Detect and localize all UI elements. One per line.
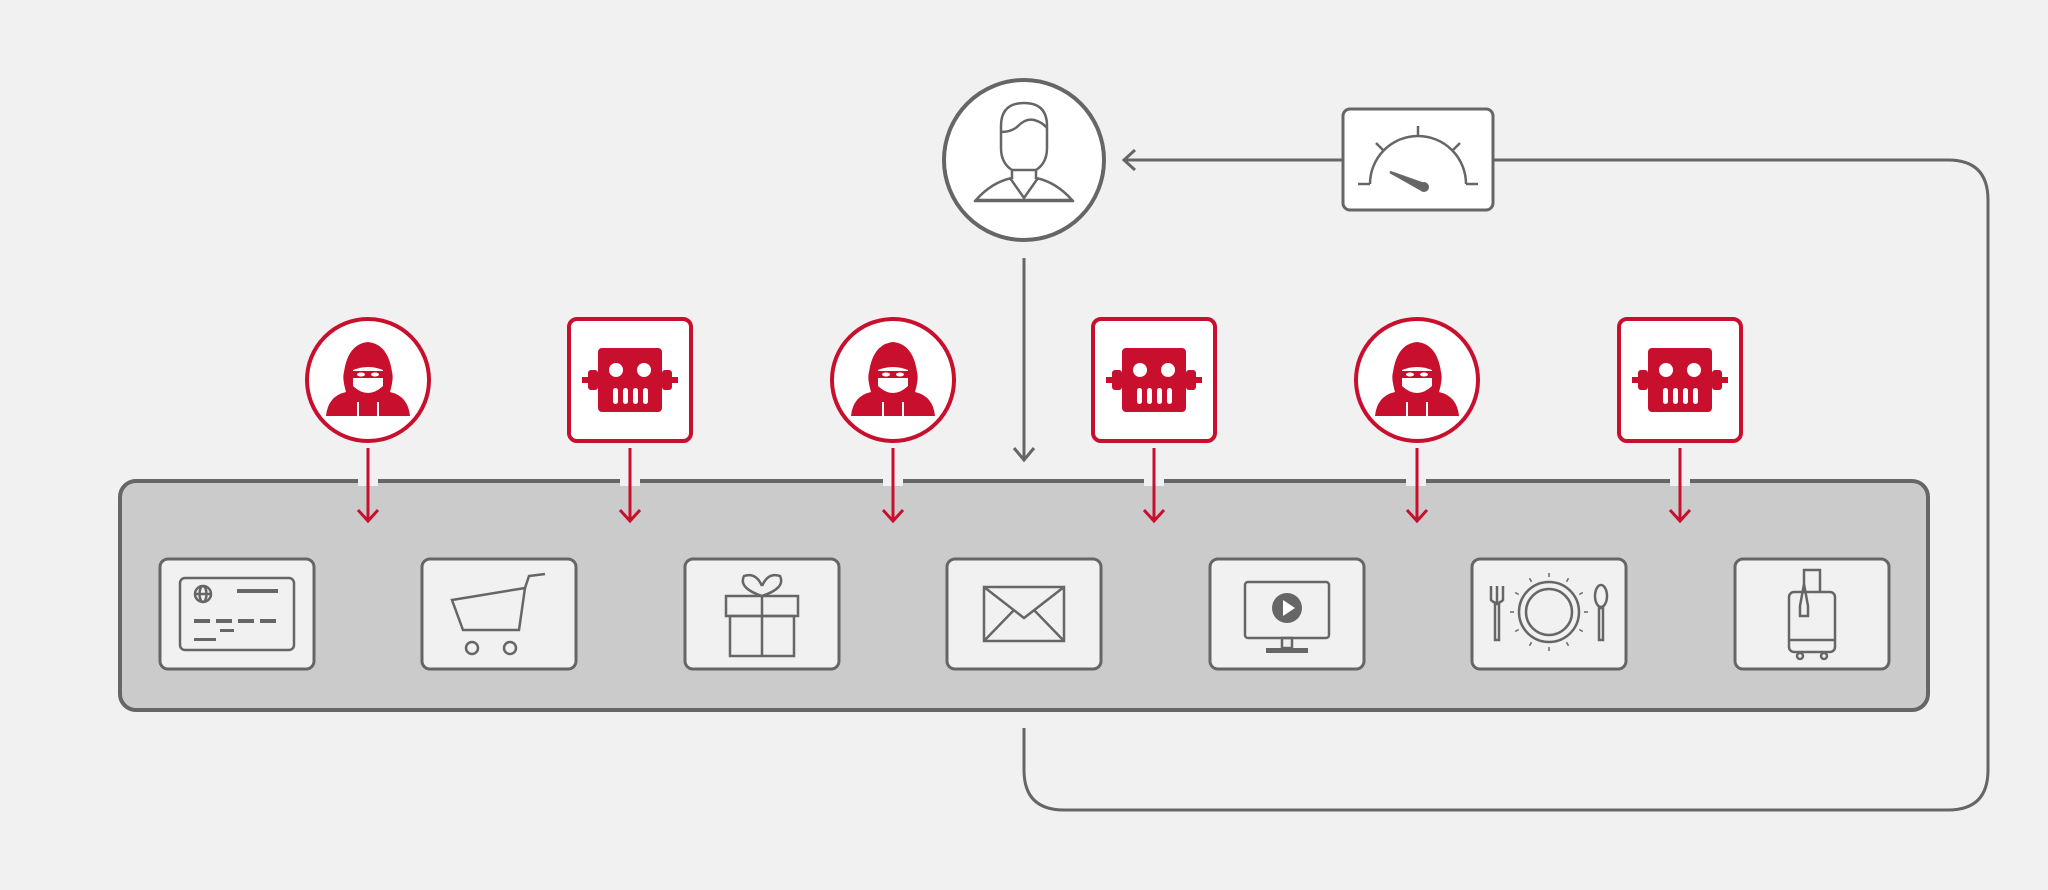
- threat-arrow: [1142, 448, 1166, 524]
- bot-icon: [582, 348, 678, 412]
- bot-icon: [1106, 348, 1202, 412]
- arrowhead-to-user: [1121, 148, 1137, 172]
- shopping-cart-icon: [450, 572, 546, 656]
- hacker-icon: [326, 342, 410, 416]
- threat-hacker: [1354, 317, 1480, 524]
- credit-card-icon: [178, 576, 296, 652]
- luggage-icon: [1787, 568, 1837, 661]
- service-card[interactable]: [945, 557, 1103, 671]
- threat-hacker: [830, 317, 956, 524]
- user-arrow: [1012, 258, 1036, 463]
- threat-row: [305, 317, 1743, 524]
- feedback-loop-line: [1022, 158, 1990, 812]
- bot-icon: [1632, 348, 1728, 412]
- threat-arrow: [1405, 448, 1429, 524]
- service-card[interactable]: [1733, 557, 1891, 671]
- service-card[interactable]: [1208, 557, 1366, 671]
- threat-arrow: [881, 448, 905, 524]
- service-card[interactable]: [158, 557, 316, 671]
- hacker-icon: [851, 342, 935, 416]
- envelope-icon: [982, 585, 1066, 643]
- service-card[interactable]: [683, 557, 841, 671]
- gift-icon: [724, 573, 800, 658]
- hacker-icon: [1375, 342, 1459, 416]
- threat-bot: [1617, 317, 1743, 524]
- user-node: [942, 78, 1106, 242]
- threat-bot: [567, 317, 693, 524]
- service-card[interactable]: [1470, 557, 1628, 671]
- dining-plate-icon: [1489, 573, 1609, 651]
- threat-hacker: [305, 317, 431, 524]
- threat-arrow: [1668, 448, 1692, 524]
- threat-arrow: [356, 448, 380, 524]
- video-monitor-icon: [1243, 580, 1331, 653]
- services-row: [158, 557, 1891, 671]
- threat-bot: [1091, 317, 1217, 524]
- speedometer-icon: [1358, 126, 1478, 192]
- speed-node: [1341, 107, 1495, 212]
- threat-arrow: [618, 448, 642, 524]
- user-icon: [973, 101, 1075, 203]
- service-card[interactable]: [420, 557, 578, 671]
